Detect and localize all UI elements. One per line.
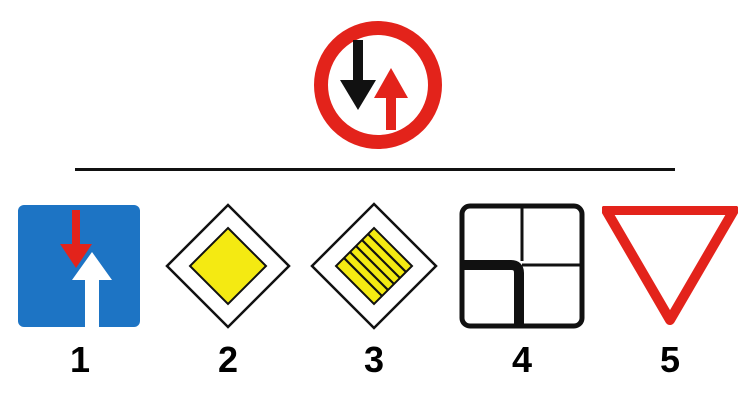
end-of-priority-road-sign-icon[interactable] (310, 202, 438, 330)
option-5-number: 5 (659, 339, 681, 380)
priority-road-sign-icon[interactable] (165, 203, 291, 329)
priority-road-direction-plate-icon[interactable] (459, 203, 585, 329)
priority-over-oncoming-traffic-sign-icon[interactable] (17, 204, 141, 328)
option-1-number: 1 (69, 339, 91, 380)
option-4-number: 4 (511, 339, 533, 380)
option-2-number: 2 (217, 339, 239, 380)
option-3-number: 3 (363, 339, 385, 380)
priority-for-oncoming-traffic-sign-icon (314, 21, 442, 149)
give-way-sign-icon[interactable] (602, 206, 738, 326)
divider-line (75, 168, 675, 171)
